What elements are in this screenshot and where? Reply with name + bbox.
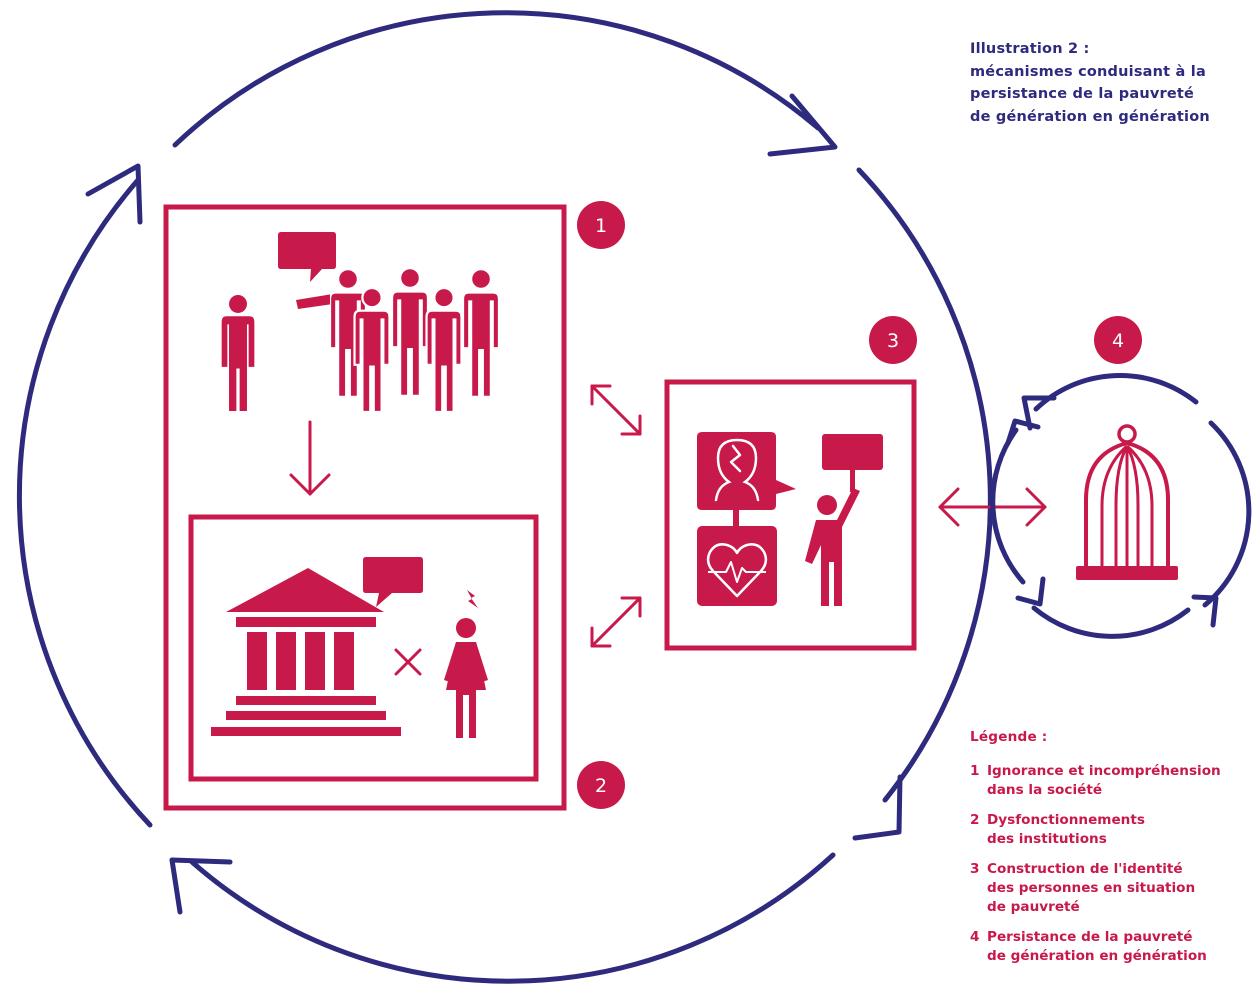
badge-2: 2 [577,761,625,809]
broken-head-icon [697,432,796,510]
legend-heading: Légende : [970,729,1048,745]
group-people-icon [330,268,499,412]
title-line: Illustration 2 : [970,41,1090,57]
heart-pulse-icon [697,526,777,606]
legend-text: Persistance de la pauvreté de génération… [987,929,1207,964]
double-arrow-icon [590,596,642,648]
birdcage-icon [1076,424,1178,580]
legend-number: 2 [970,812,980,828]
svg-text:4: 4 [1112,330,1124,352]
legend-text: Ignorance et incompréhension dans la soc… [987,763,1221,798]
badge-4: 4 [1094,316,1142,364]
legend-item: 2 Dysfonctionnements des institutions [970,811,1253,849]
legend-text: Construction de l'identité des personnes… [987,861,1196,915]
outer-cycle-arrows-icon [16,10,993,984]
legend-number: 1 [970,763,980,779]
legend-item: 4 Persistance de la pauvreté de générati… [970,928,1253,966]
svg-text:1: 1 [595,215,607,237]
legend: Légende : 1 Ignorance et incompréhension… [970,728,1253,977]
legend-number: 3 [970,861,980,877]
title-line: mécanismes conduisant à la [970,63,1206,80]
small-cycle-arrows-icon [990,372,1252,639]
illustration-title: Illustration 2 : mécanismes conduisant à… [970,38,1250,128]
badge-3: 3 [869,316,917,364]
connector [733,510,739,526]
legend-text: Dysfonctionnements des institutions [987,812,1145,847]
institutions-box [188,514,539,782]
identity-box [664,379,917,651]
down-arrow-icon [289,420,331,496]
cross-icon [394,648,422,676]
speech-bubble-icon [363,557,423,607]
svg-text:3: 3 [887,330,899,352]
badge-1: 1 [577,201,625,249]
legend-number: 4 [970,929,980,945]
title-line: persistance de la pauvreté [970,86,1195,102]
legend-item: 1 Ignorance et incompréhension dans la s… [970,762,1253,800]
double-arrow-icon [590,384,642,436]
society-box [163,204,567,811]
speech-bubble-icon [278,232,336,282]
protest-person-icon [805,434,883,606]
lone-person-icon [221,295,255,411]
woman-lightning-icon [444,590,488,738]
institution-building-icon [211,568,401,736]
svg-text:2: 2 [595,775,607,797]
title-line: de génération en génération [970,108,1210,125]
legend-item: 3 Construction de l'identité des personn… [970,860,1253,917]
